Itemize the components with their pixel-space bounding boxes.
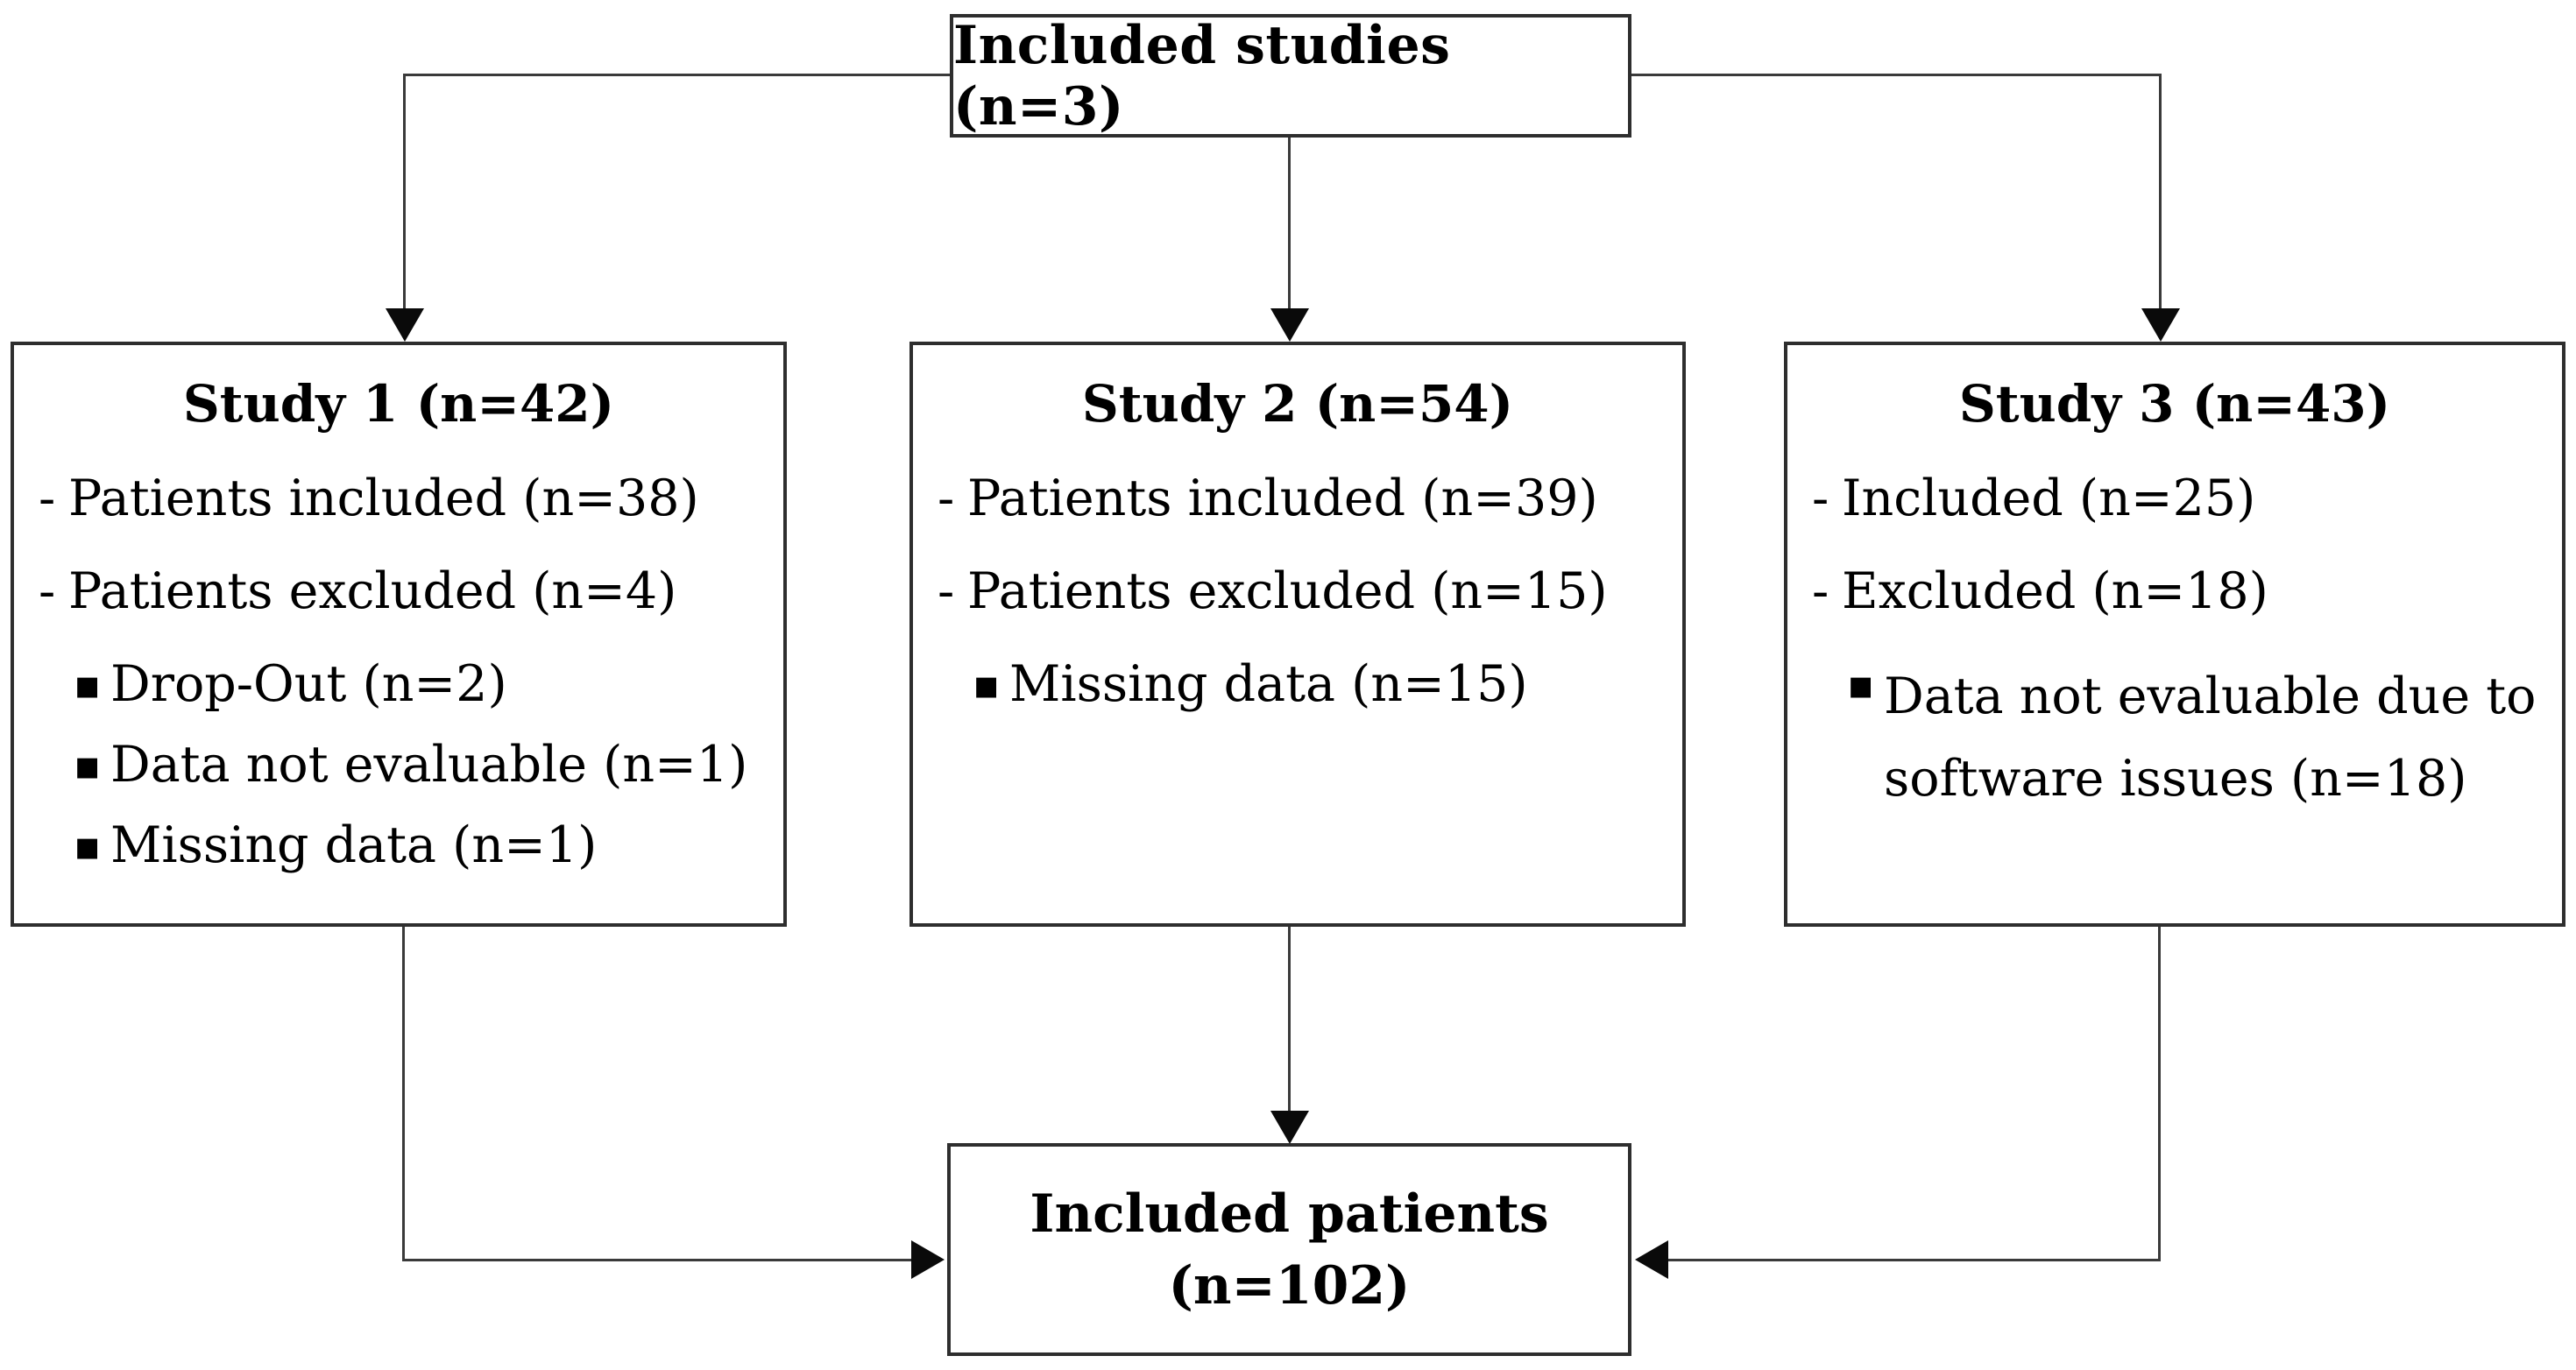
dash-marker: -	[938, 562, 955, 620]
list-item: - Excluded (n=18)	[1812, 562, 2268, 620]
study-2-title: Study 2 (n=54)	[1081, 374, 1514, 434]
connector-study1-to-bottom-vertical	[402, 927, 405, 1261]
arrowhead-into-bottom-from-left	[911, 1240, 945, 1279]
study-2-box: Study 2 (n=54) - Patients included (n=39…	[909, 342, 1686, 927]
dash-marker: -	[938, 470, 955, 527]
arrowhead-into-study2	[1270, 308, 1309, 342]
study-3-box: Study 3 (n=43) - Included (n=25) - Exclu…	[1784, 342, 2565, 927]
arrowhead-into-study3	[2141, 308, 2180, 342]
square-bullet-icon: ▪	[74, 741, 102, 788]
arrowhead-into-bottom-from-right	[1635, 1240, 1668, 1279]
study-3-items: - Included (n=25) - Excluded (n=18) ▪ Da…	[1787, 470, 2562, 820]
included-patients-title: Included patients	[1030, 1183, 1549, 1245]
square-bullet-icon: ▪	[973, 660, 1001, 708]
study-1-items: - Patients included (n=38) - Patients ex…	[14, 470, 783, 874]
connector-top-to-study1-vertical	[403, 74, 406, 308]
connector-top-to-study3-horizontal	[1631, 74, 2161, 76]
arrowhead-into-bottom-from-top	[1270, 1111, 1309, 1144]
connector-study3-to-bottom-horizontal	[1668, 1259, 2161, 1261]
connector-top-to-study3-vertical	[2159, 74, 2162, 308]
list-subitem: ▪ Data not evaluable (n=1)	[74, 736, 748, 794]
study-1-box: Study 1 (n=42) - Patients included (n=38…	[11, 342, 787, 927]
square-bullet-icon: ▪	[1847, 660, 1875, 708]
connector-study2-to-bottom-vertical	[1288, 927, 1291, 1111]
dash-marker: -	[1812, 470, 1829, 527]
dash-marker: -	[1812, 562, 1829, 620]
connector-top-to-study2-vertical	[1288, 138, 1291, 308]
included-patients-count: (n=102)	[1168, 1254, 1411, 1317]
list-subitem: ▪ Drop-Out (n=2)	[74, 655, 507, 713]
connector-study1-to-bottom-horizontal	[402, 1259, 911, 1261]
square-bullet-icon: ▪	[74, 660, 102, 708]
included-patients-box: Included patients (n=102)	[947, 1143, 1631, 1356]
dash-marker: -	[39, 562, 56, 620]
square-bullet-icon: ▪	[74, 822, 102, 869]
study-1-title: Study 1 (n=42)	[182, 374, 615, 434]
list-subitem: ▪ Data not evaluable due to software iss…	[1847, 655, 2550, 820]
connector-top-to-study1-horizontal	[404, 74, 950, 76]
study-3-title: Study 3 (n=43)	[1958, 374, 2391, 434]
list-subitem: ▪ Missing data (n=1)	[74, 816, 598, 874]
dash-marker: -	[39, 470, 56, 527]
list-item: - Included (n=25)	[1812, 470, 2256, 527]
list-subitem: ▪ Missing data (n=15)	[973, 655, 1528, 713]
study-2-items: - Patients included (n=39) - Patients ex…	[913, 470, 1682, 713]
list-item: - Patients included (n=39)	[938, 470, 1598, 527]
list-item: - Patients excluded (n=15)	[938, 562, 1608, 620]
list-item: - Patients included (n=38)	[39, 470, 699, 527]
included-studies-title: Included studies (n=3)	[953, 14, 1451, 138]
connector-study3-to-bottom-vertical	[2158, 927, 2161, 1261]
list-item: - Patients excluded (n=4)	[39, 562, 677, 620]
arrowhead-into-study1	[386, 308, 424, 342]
included-studies-box: Included studies (n=3)	[950, 14, 1631, 138]
